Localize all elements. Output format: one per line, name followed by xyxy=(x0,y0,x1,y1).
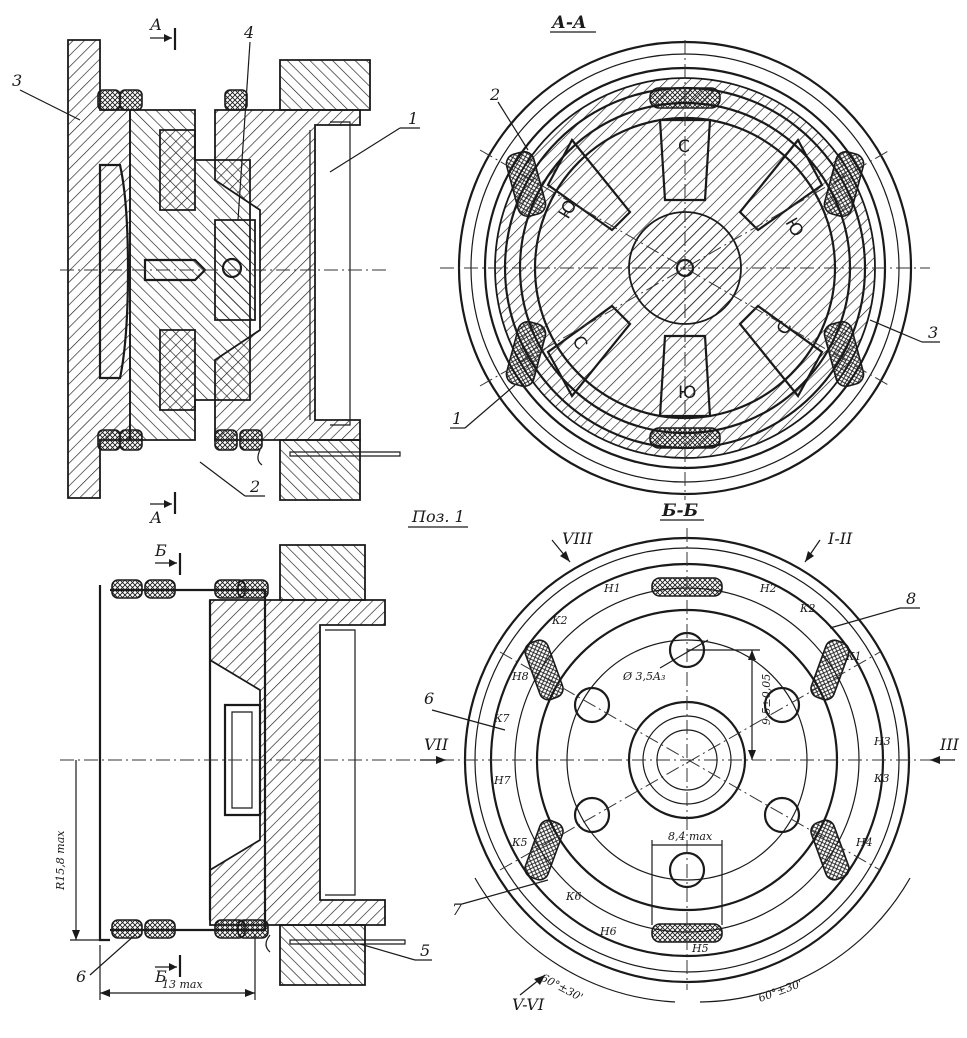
roman-v-vi: V-VI xyxy=(512,995,545,1014)
bb-terminals: Н1 Н2 К2 К2 Н8 К1 К7 Н3 Н7 К3 К5 Н4 К6 Н… xyxy=(493,582,891,955)
callout-2-aa: 2 xyxy=(489,85,500,104)
roman-vii: VII xyxy=(424,735,449,754)
terminal-h2: Н2 xyxy=(759,582,777,595)
callout-7-bb: 7 xyxy=(452,900,463,919)
terminal-k2-left: К2 xyxy=(551,614,568,627)
callout-3-aa: 3 xyxy=(928,323,938,342)
callout-2-top: 2 xyxy=(249,477,260,496)
aa-callouts: 2 1 3 xyxy=(450,85,940,429)
section-mark-b-top: Б xyxy=(154,541,167,560)
aa-coils xyxy=(505,87,865,449)
terminal-k7: К7 xyxy=(493,712,510,725)
callout-1-aa: 1 xyxy=(452,409,462,428)
section-mark-a-bottom: А xyxy=(149,508,162,527)
callout-5-side: 5 xyxy=(420,941,430,960)
bb-labels: Ø 3,5A₃ 9,5±0,05 8,4 max 60°±30' 60°±30'… xyxy=(424,529,960,1014)
dim-r-max: R15,8 max xyxy=(54,830,67,891)
callout-6-bb: 6 xyxy=(424,689,434,708)
section-mark-b-bottom: Б xyxy=(154,967,167,986)
dim-width-max: 8,4 max xyxy=(668,830,713,843)
side-bottom-callouts: 6 5 xyxy=(76,934,432,986)
terminal-k5: К5 xyxy=(511,836,528,849)
dim-len-max: 13 max xyxy=(162,978,203,991)
terminal-h1: Н1 xyxy=(603,582,621,595)
dim-hole-dia: Ø 3,5A₃ xyxy=(622,670,665,683)
section-aa-view xyxy=(440,40,930,500)
callout-6-side: 6 xyxy=(76,967,86,986)
roman-viii: VIII xyxy=(562,529,593,548)
section-title-aa: А-А xyxy=(550,13,587,33)
callouts-top-left: 3 4 1 2 xyxy=(12,23,420,497)
terminal-h3: Н3 xyxy=(873,735,891,748)
terminal-k6: К6 xyxy=(565,890,582,903)
terminal-k2-right: К2 xyxy=(799,602,816,615)
terminal-h6: Н6 xyxy=(599,925,617,938)
pole-yu-bottom: Ю xyxy=(678,383,696,403)
section-bb-view xyxy=(420,528,955,1003)
callout-4-top: 4 xyxy=(243,23,254,42)
dim-angle-right: 60°±30' xyxy=(757,977,804,1005)
roman-i-ii: I-II xyxy=(827,529,853,548)
roman-iii: III xyxy=(939,735,960,754)
terminal-h7: Н7 xyxy=(493,774,511,787)
pole-s-top: С xyxy=(678,137,690,157)
dim-radius-pos: 9,5±0,05 xyxy=(760,674,773,725)
callout-3-top: 3 xyxy=(12,71,22,90)
terminal-h4: Н4 xyxy=(855,836,873,849)
side-section-top xyxy=(60,39,401,501)
callout-1-top: 1 xyxy=(408,109,418,128)
section-b-marks: Б Б xyxy=(154,541,182,986)
poz-label: Поз. 1 xyxy=(411,507,465,526)
terminal-k3: К3 xyxy=(873,772,890,785)
side-view-bottom xyxy=(60,544,420,1000)
callout-8: 8 xyxy=(906,589,916,608)
section-mark-a-top: А xyxy=(149,15,162,34)
terminal-h8: Н8 xyxy=(511,670,529,683)
section-title-bb: Б-Б xyxy=(661,501,699,521)
section-a-marks: А А xyxy=(149,15,177,527)
terminal-k1: К1 xyxy=(845,650,862,663)
terminal-h5: Н5 xyxy=(691,942,709,955)
